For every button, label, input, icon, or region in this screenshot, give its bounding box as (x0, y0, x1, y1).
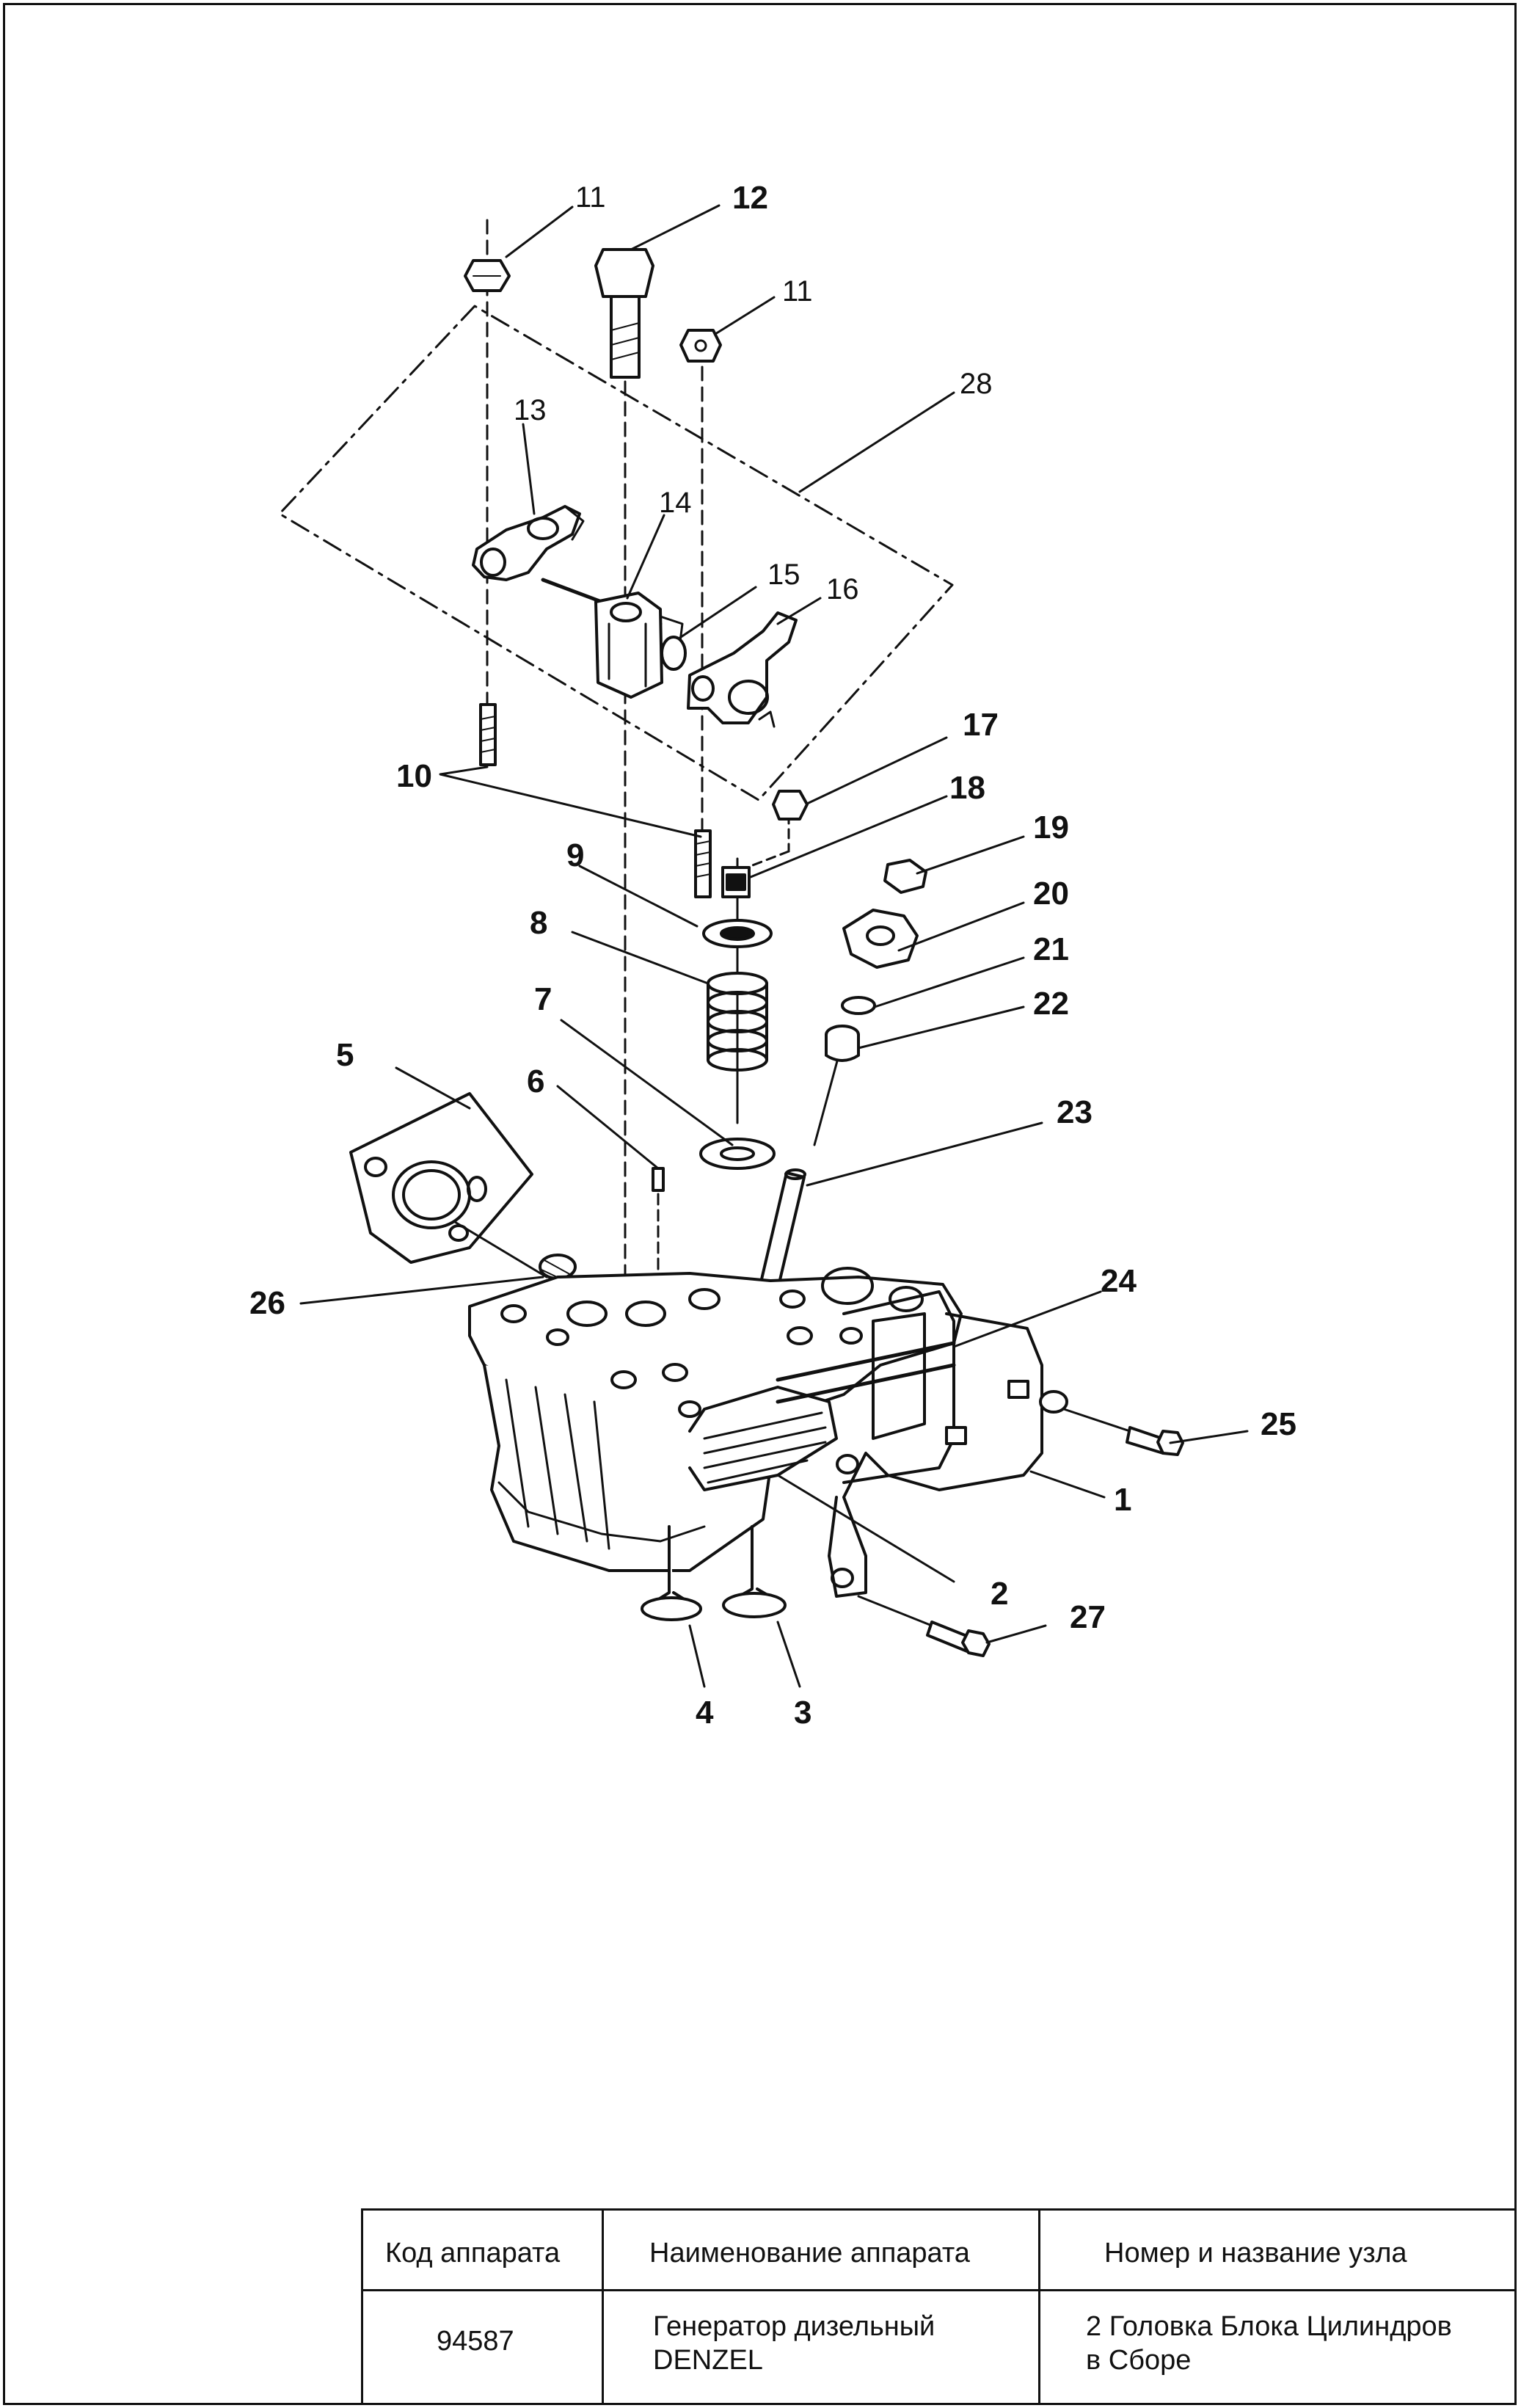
callout-20: 20 (1033, 876, 1069, 912)
title-block-divider (363, 2289, 1514, 2291)
bolt-25 (1062, 1408, 1184, 1456)
callout-13: 13 (514, 394, 547, 426)
pushrod-tube-23 (757, 1168, 806, 1297)
leader-lines (299, 204, 1249, 1688)
valve-spring-8 (707, 972, 768, 1072)
washer-21 (841, 996, 876, 1015)
callout-26: 26 (249, 1285, 285, 1321)
gasket-axis (453, 1221, 548, 1278)
callout-17: 17 (963, 707, 999, 743)
valve-3 (722, 1525, 787, 1618)
exhaust-gasket-5 (349, 1092, 533, 1264)
valve-cotter-18 (721, 866, 751, 898)
dowel-pin-6 (652, 1167, 665, 1192)
callout-19: 19 (1033, 810, 1069, 845)
callout-25: 25 (1261, 1406, 1296, 1442)
nut-11-right (679, 329, 722, 363)
rocker-support-14 (594, 592, 684, 699)
callout-23: 23 (1057, 1094, 1093, 1130)
callout-24: 24 (1101, 1263, 1137, 1299)
title-block: Код аппарата Наименование аппарата Номер… (361, 2208, 1517, 2405)
header-device-code: Код аппарата (385, 2238, 561, 2269)
callout-16: 16 (826, 573, 859, 605)
collar-22 (825, 1025, 860, 1062)
bolt-12 (594, 248, 654, 379)
callout-3: 3 (794, 1695, 811, 1731)
unit-name-line2: в Сборе (1086, 2345, 1192, 2376)
spring-retainer-9 (702, 919, 773, 948)
callout-27: 27 (1070, 1599, 1106, 1635)
washer-7 (699, 1138, 776, 1170)
stud-10-left (479, 703, 497, 766)
bolt-27 (857, 1595, 991, 1657)
nut-17 (772, 790, 809, 821)
callout-5: 5 (336, 1037, 354, 1073)
header-unit-name: Номер и название узла (1104, 2238, 1407, 2269)
callout-1: 1 (1114, 1482, 1131, 1518)
callout-4: 4 (696, 1695, 714, 1731)
callout-9: 9 (566, 837, 584, 873)
callout-21: 21 (1033, 931, 1069, 967)
callout-28: 28 (960, 368, 993, 400)
header-device-name: Наименование аппарата (649, 2238, 970, 2269)
callout-15: 15 (767, 559, 800, 591)
head-gasket-1 (828, 1312, 1068, 1598)
callout-labels: 11 12 11 28 13 14 15 16 10 17 18 19 9 20… (249, 180, 1296, 1731)
callout-6: 6 (527, 1063, 544, 1099)
rocker-arm-16 (687, 611, 798, 728)
retainer-15 (660, 636, 687, 671)
rocker-assembly-boundary (278, 305, 954, 801)
title-block-divider (602, 2211, 604, 2403)
callout-14: 14 (659, 487, 692, 519)
device-name-line1: Генератор дизельный (653, 2311, 935, 2342)
stud-10-right (694, 829, 712, 898)
unit-name-line1: 2 Головка Блока Цилиндров (1086, 2311, 1452, 2342)
callout-11-right: 11 (782, 275, 813, 308)
callout-11-left: 11 (575, 181, 606, 214)
rocker-arm-13 (472, 505, 585, 581)
title-block-divider (1038, 2211, 1040, 2403)
axis-line-pushrod-link2 (740, 850, 790, 871)
callout-10: 10 (396, 758, 432, 794)
callout-12: 12 (732, 180, 768, 216)
device-code-value: 94587 (437, 2326, 514, 2357)
callout-22: 22 (1033, 986, 1069, 1022)
cap-20 (842, 909, 919, 969)
nut-19 (883, 859, 927, 894)
valve-4 (641, 1525, 702, 1621)
callout-8: 8 (530, 905, 547, 941)
callout-18: 18 (949, 770, 985, 806)
callout-2: 2 (991, 1576, 1008, 1612)
callout-7: 7 (534, 981, 552, 1017)
device-name-line2: DENZEL (653, 2345, 763, 2376)
cylinder-head-body (468, 1267, 963, 1572)
head-studs (945, 1380, 1029, 1445)
